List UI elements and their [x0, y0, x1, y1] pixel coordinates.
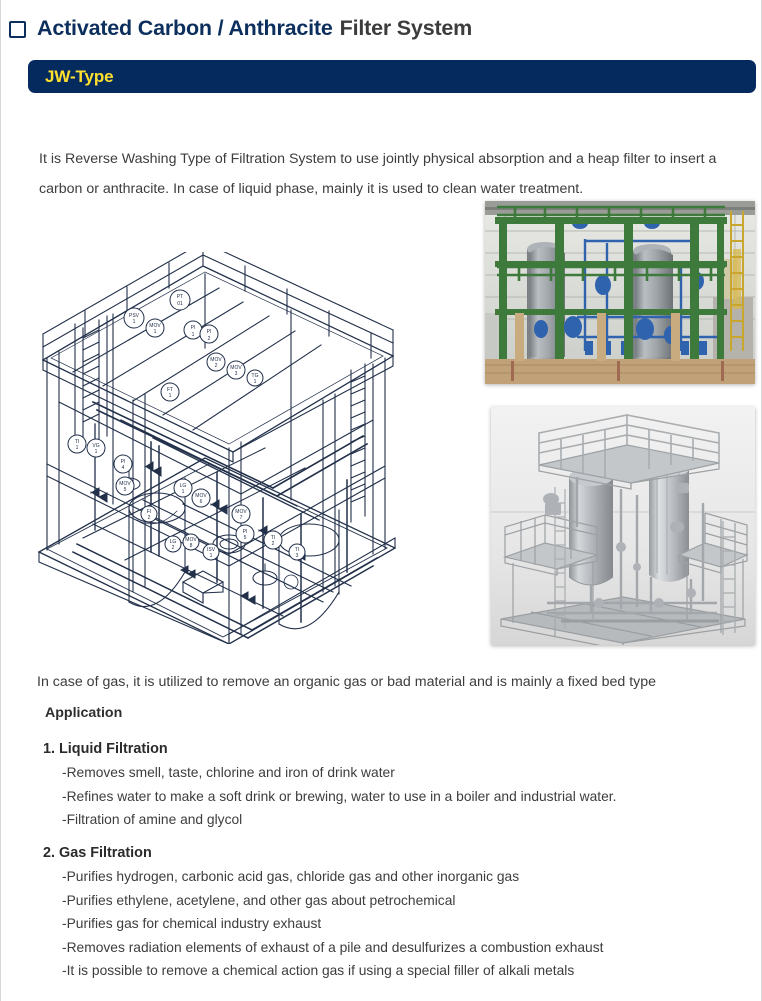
- application-heading: Application: [45, 705, 123, 721]
- page-title-primary: Activated Carbon / Anthracite: [37, 15, 333, 40]
- svg-text:1: 1: [192, 332, 195, 338]
- list-item: -Purifies hydrogen, carbonic acid gas, c…: [62, 869, 520, 884]
- svg-text:PI: PI: [243, 529, 248, 535]
- svg-text:1: 1: [133, 319, 136, 325]
- svg-text:1: 1: [169, 393, 172, 399]
- svg-text:1: 1: [182, 489, 185, 495]
- filter-system-3d-render: [491, 407, 755, 645]
- svg-text:01: 01: [177, 301, 183, 307]
- svg-text:TG: TG: [252, 373, 259, 379]
- svg-text:6: 6: [200, 499, 203, 505]
- svg-text:VG: VG: [92, 443, 99, 449]
- installed-filter-plant-photo: [485, 201, 755, 384]
- list-item: -Removes smell, taste, chlorine and iron…: [62, 765, 395, 780]
- type-banner-label: JW-Type: [45, 66, 114, 86]
- svg-text:1: 1: [154, 329, 157, 335]
- svg-text:MOV: MOV: [185, 537, 197, 543]
- section-title: 2. Gas Filtration: [43, 845, 152, 861]
- page-header: Activated Carbon / Anthracite Filter Sys…: [9, 10, 757, 46]
- list-item: -Purifies gas for chemical industry exha…: [62, 916, 322, 931]
- svg-text:LG: LG: [170, 539, 177, 545]
- svg-text:1: 1: [95, 449, 98, 455]
- intro-paragraph: It is Reverse Washing Type of Filtration…: [39, 151, 717, 198]
- list-item: -Purifies ethylene, acetylene, and other…: [62, 892, 456, 908]
- svg-text:PT: PT: [177, 294, 183, 300]
- svg-text:LG: LG: [180, 483, 187, 489]
- svg-text:8: 8: [190, 543, 193, 549]
- svg-text:5: 5: [124, 487, 127, 493]
- svg-text:MOV: MOV: [119, 481, 131, 487]
- list-item: -It is possible to remove a chemical act…: [62, 963, 575, 978]
- svg-text:MOV: MOV: [235, 509, 247, 515]
- application-section-gas: 2. Gas Filtration -Purifies hydrogen, ca…: [43, 845, 743, 983]
- svg-text:5: 5: [244, 535, 247, 541]
- type-banner: JW-Type: [28, 60, 756, 93]
- section-item-list: -Removes smell, taste, chlorine and iron…: [43, 761, 743, 832]
- svg-text:PSV: PSV: [129, 313, 140, 319]
- svg-text:FT: FT: [167, 387, 173, 393]
- svg-text:PI: PI: [121, 459, 126, 465]
- svg-text:FI: FI: [147, 509, 151, 515]
- svg-text:TI: TI: [295, 547, 299, 553]
- svg-text:3: 3: [235, 371, 238, 377]
- square-bullet-icon: [9, 20, 26, 38]
- svg-text:2: 2: [215, 363, 218, 369]
- list-item: -Removes radiation elements of exhaust o…: [62, 939, 604, 955]
- application-section-liquid: 1. Liquid Filtration -Removes smell, tas…: [43, 741, 743, 832]
- svg-text:TI: TI: [75, 439, 79, 445]
- page-title-secondary: Filter System: [339, 15, 473, 40]
- list-item: -Refines water to make a soft drink or b…: [62, 788, 617, 804]
- svg-text:2: 2: [172, 545, 175, 551]
- svg-text:MOV: MOV: [230, 365, 242, 371]
- list-item: -Filtration of amine and glycol: [62, 812, 243, 827]
- svg-text:1: 1: [254, 379, 257, 385]
- svg-text:3: 3: [296, 553, 299, 559]
- dotted-leader: [482, 17, 757, 39]
- svg-text:PI: PI: [191, 325, 196, 331]
- svg-text:MOV: MOV: [210, 357, 222, 363]
- svg-text:2: 2: [272, 541, 275, 547]
- svg-text:TI: TI: [271, 535, 275, 541]
- section-title: 1. Liquid Filtration: [43, 741, 168, 757]
- svg-text:2: 2: [148, 515, 151, 521]
- svg-text:7: 7: [240, 515, 243, 521]
- svg-text:ISV: ISV: [207, 547, 216, 553]
- svg-text:MOV: MOV: [195, 493, 207, 499]
- gas-note: In case of gas, it is utilized to remove…: [37, 674, 657, 690]
- svg-text:2: 2: [208, 336, 211, 342]
- section-item-list: -Purifies hydrogen, carbonic acid gas, c…: [43, 865, 743, 983]
- svg-text:1: 1: [210, 553, 213, 559]
- svg-text:1: 1: [76, 445, 79, 451]
- svg-text:PI: PI: [207, 329, 212, 335]
- svg-text:4: 4: [122, 465, 125, 471]
- svg-text:MOV: MOV: [149, 323, 161, 329]
